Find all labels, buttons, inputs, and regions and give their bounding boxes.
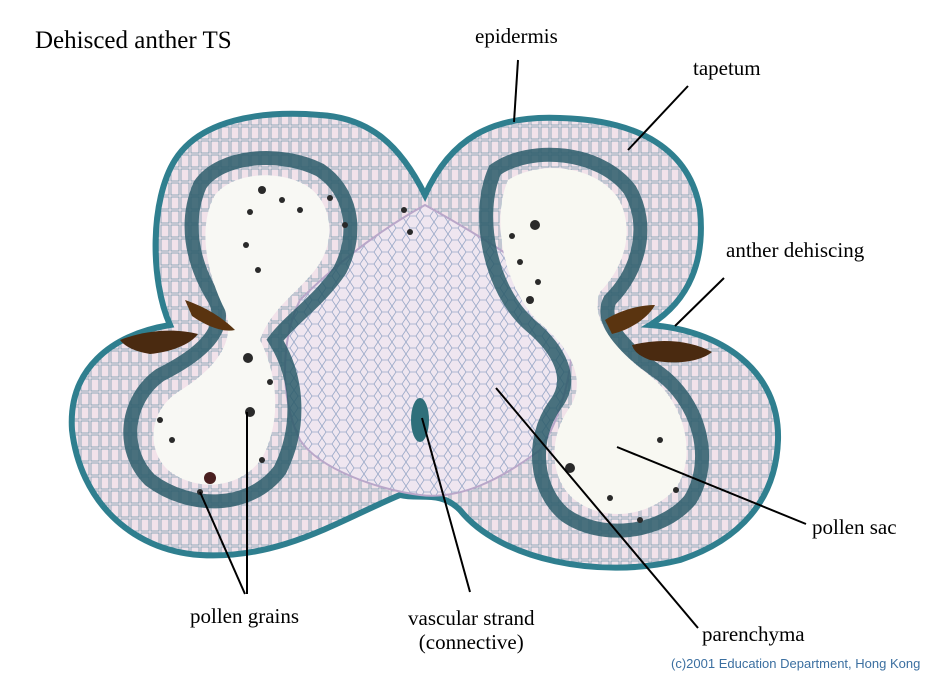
right-dehiscence-upper bbox=[605, 305, 655, 334]
label-pollen-grains: pollen grains bbox=[190, 604, 300, 628]
label-vascular-strand: vascular strand (connective) bbox=[408, 606, 535, 654]
right-endothecium bbox=[479, 147, 710, 538]
label-vascular-strand-line1: vascular strand bbox=[408, 606, 535, 630]
label-parenchyma: parenchyma bbox=[702, 622, 805, 646]
label-vascular-strand-line2: (connective) bbox=[418, 630, 524, 655]
right-dehiscence bbox=[632, 340, 712, 363]
figure-title: Dehisced anther TS bbox=[35, 27, 232, 54]
label-tapetum: tapetum bbox=[693, 56, 761, 80]
copyright-notice: (c)2001 Education Department, Hong Kong bbox=[671, 656, 921, 671]
left-dehiscence-upper bbox=[185, 300, 235, 331]
right-pollen-sac bbox=[500, 168, 687, 514]
label-pollen-sac: pollen sac bbox=[812, 515, 897, 539]
vascular-strand bbox=[411, 398, 429, 442]
label-epidermis: epidermis bbox=[475, 24, 558, 48]
label-anther-dehiscing: anther dehiscing bbox=[726, 238, 865, 262]
pointer-lines bbox=[199, 59, 807, 629]
left-pollen-sac bbox=[153, 175, 330, 485]
left-dehiscence bbox=[120, 330, 198, 354]
